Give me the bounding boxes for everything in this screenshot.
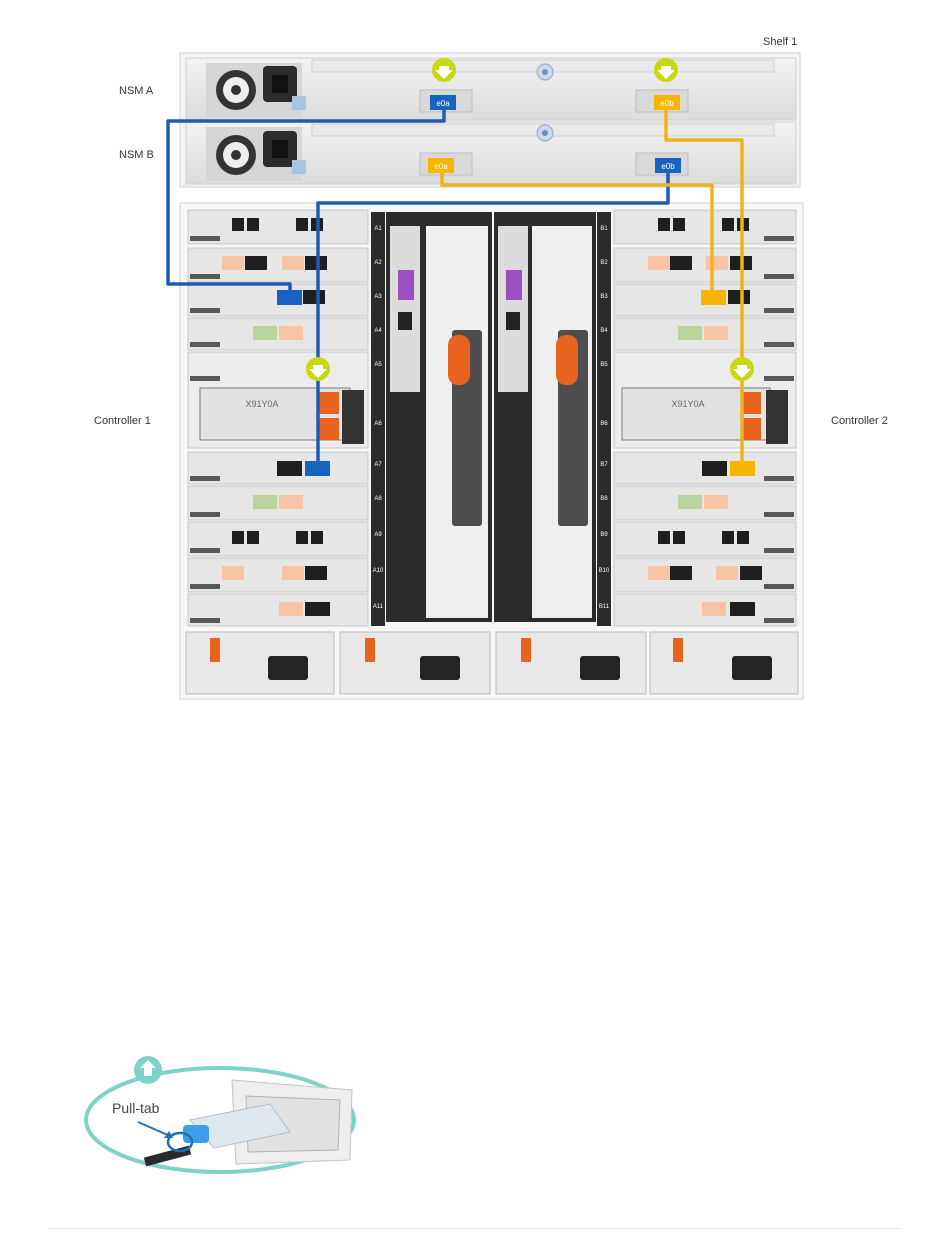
slot-label-a8: A8 — [374, 496, 382, 502]
slot-label-b4: B4 — [600, 328, 608, 334]
marker-icon-nsm-a-left — [432, 58, 456, 82]
slot-label-a11: A11 — [373, 604, 384, 610]
slot-label-a5: A5 — [374, 362, 382, 368]
port-blue-c1-top — [277, 290, 302, 305]
slot-label-b3: B3 — [600, 294, 608, 300]
slot-label-a1: A1 — [374, 226, 382, 232]
pull-tab-label: Pull-tab — [112, 1100, 160, 1116]
center-controller-right — [494, 212, 596, 622]
slot-label-a3: A3 — [374, 294, 382, 300]
slot-label-a9: A9 — [374, 532, 382, 538]
pull-tab-callout: Pull-tab — [86, 1056, 354, 1172]
controller-chassis — [180, 203, 803, 699]
port-yellow-c2-top — [701, 290, 726, 305]
port-blue-c1-bottom — [305, 461, 330, 476]
slot-label-b9: B9 — [600, 532, 608, 538]
slot-label-b2: B2 — [600, 260, 608, 266]
fan-icon-nsm-b — [216, 135, 256, 175]
nsm-a-module — [186, 58, 796, 120]
up-arrow-icon — [134, 1056, 162, 1084]
marker-icon-controller-1 — [306, 357, 330, 381]
nsm-b-module — [186, 122, 796, 184]
slot-label-a2: A2 — [374, 260, 382, 266]
footer-divider — [48, 1228, 900, 1229]
module-label-controller-1: X91Y0A — [245, 399, 278, 409]
port-label-nsm-b-e0a: e0a — [434, 162, 448, 171]
port-label-nsm-a-e0b: e0b — [660, 99, 674, 108]
slot-label-b8: B8 — [600, 496, 608, 502]
slot-label-a10: A10 — [373, 568, 384, 574]
slot-label-b11: B11 — [599, 604, 610, 610]
slot-label-b7: B7 — [600, 462, 608, 468]
slot-label-b6: B6 — [600, 421, 608, 427]
slot-label-b5: B5 — [600, 362, 608, 368]
slot-label-b10: B10 — [599, 568, 610, 574]
module-label-controller-2: X91Y0A — [671, 399, 704, 409]
port-yellow-c2-bottom — [730, 461, 755, 476]
slot-label-a7: A7 — [374, 462, 382, 468]
marker-icon-controller-2 — [730, 357, 754, 381]
marker-icon-nsm-a-right — [654, 58, 678, 82]
fan-icon-nsm-a — [216, 70, 256, 110]
center-controller-left — [386, 212, 492, 622]
slot-label-a6: A6 — [374, 421, 382, 427]
port-label-nsm-a-e0a: e0a — [436, 99, 450, 108]
port-label-nsm-b-e0b: e0b — [661, 162, 675, 171]
slot-label-a4: A4 — [374, 328, 382, 334]
slot-label-b1: B1 — [600, 226, 608, 232]
